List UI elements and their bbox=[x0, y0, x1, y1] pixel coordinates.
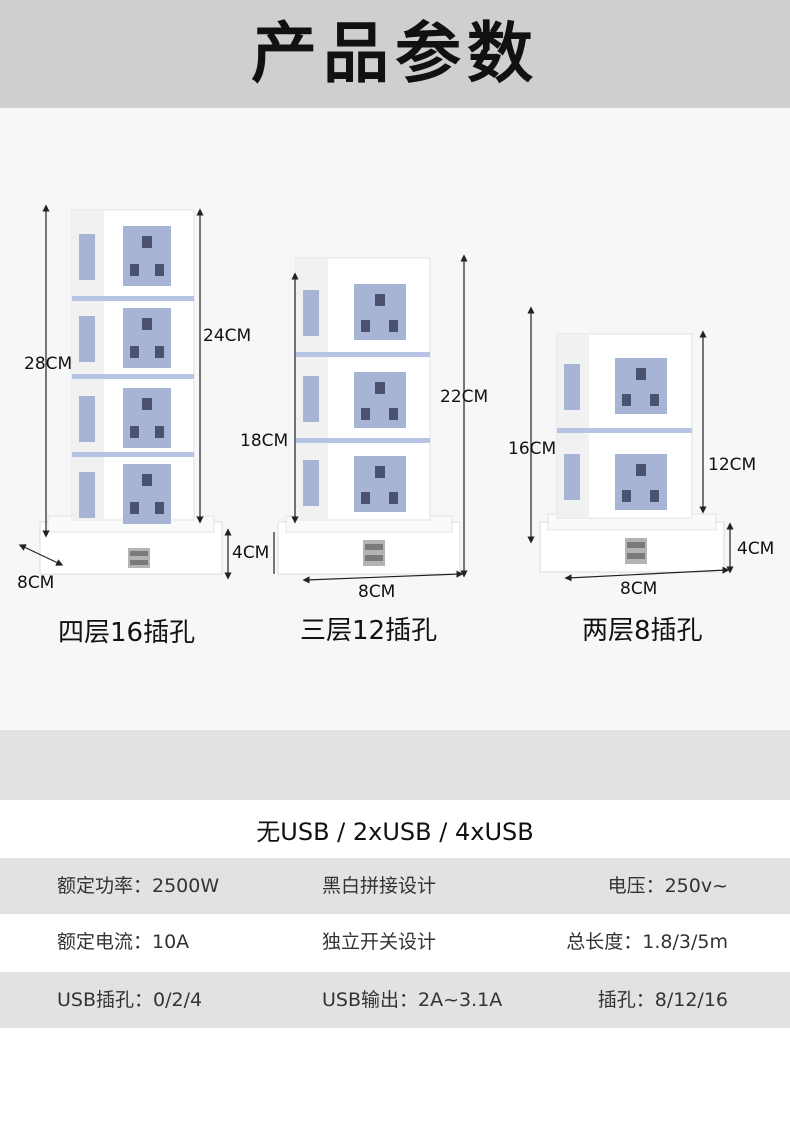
tower3-width: 8CM bbox=[620, 579, 657, 599]
caption-three-layer: 三层12插孔 bbox=[300, 616, 438, 646]
tower3-body-height: 12CM bbox=[708, 455, 756, 475]
tower1-total-height: 28CM bbox=[24, 354, 72, 374]
separator-band bbox=[0, 730, 790, 800]
spec-usb-ports: USB插孔：0/2/4 bbox=[57, 989, 203, 1011]
spec-usb-output: USB输出：2A~3.1A bbox=[322, 989, 503, 1011]
spec-row-3: USB插孔：0/2/4 USB输出：2A~3.1A 插孔：8/12/16 bbox=[0, 972, 790, 1028]
spec-voltage: 电压：250v~ bbox=[607, 875, 728, 897]
spec-switch-design: 独立开关设计 bbox=[322, 931, 437, 953]
tower3-total-height: 16CM bbox=[508, 439, 556, 459]
caption-four-layer: 四层16插孔 bbox=[58, 618, 196, 648]
spec-total-length: 总长度：1.8/3/5m bbox=[566, 931, 728, 953]
tower3-base-height: 4CM bbox=[737, 539, 774, 559]
tower-four-layer: 28CM 24CM 4CM 8CM bbox=[17, 204, 269, 593]
page-title: 产品参数 bbox=[251, 15, 539, 92]
caption-two-layer: 两层8插孔 bbox=[582, 616, 703, 646]
tower2-total-height: 22CM bbox=[440, 387, 488, 407]
product-illustration: 28CM 24CM 4CM 8CM bbox=[0, 108, 790, 730]
spec-rated-power: 额定功率：2500W bbox=[57, 875, 220, 897]
spec-rated-current: 额定电流：10A bbox=[57, 931, 190, 953]
spec-row-1: 额定功率：2500W 黑白拼接设计 电压：250v~ bbox=[0, 858, 790, 914]
spec-sockets: 插孔：8/12/16 bbox=[597, 989, 728, 1011]
spec-design: 黑白拼接设计 bbox=[322, 875, 437, 897]
usb-options: 无USB / 2xUSB / 4xUSB bbox=[256, 818, 534, 846]
spec-row-2: 额定电流：10A 独立开关设计 总长度：1.8/3/5m bbox=[0, 914, 790, 970]
header-banner: 产品参数 bbox=[0, 0, 790, 108]
tower2-width: 8CM bbox=[358, 582, 395, 602]
tower-two-layer: 16CM 12CM 4CM 8CM bbox=[508, 306, 774, 599]
tower2-body-height: 18CM bbox=[240, 431, 288, 451]
tower1-body-height: 24CM bbox=[203, 326, 251, 346]
tower1-width: 8CM bbox=[17, 573, 54, 593]
tower1-base-height: 4CM bbox=[232, 543, 269, 563]
product-drawing: 28CM 24CM 4CM 8CM bbox=[17, 204, 774, 602]
tower-three-layer: 18CM 22CM 8CM bbox=[240, 254, 488, 602]
